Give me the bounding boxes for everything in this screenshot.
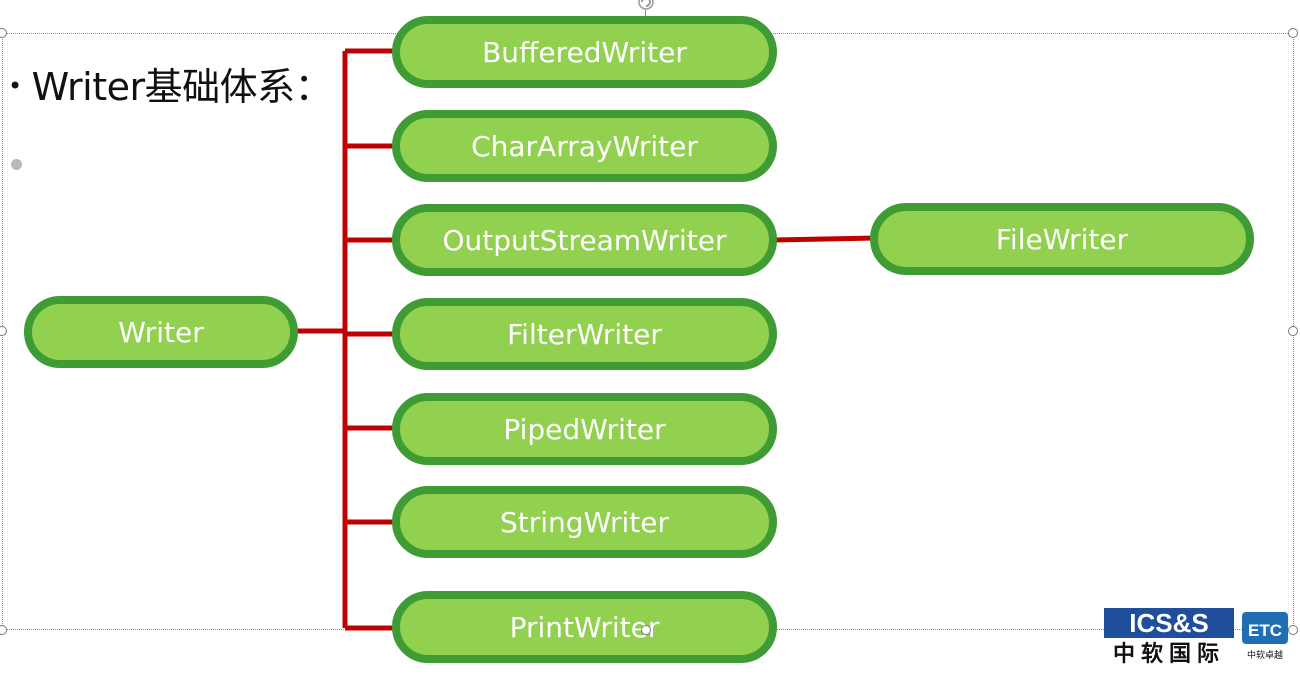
node-stringwriter[interactable]: StringWriter	[392, 486, 777, 558]
node-outputstreamwriter[interactable]: OutputStreamWriter	[392, 204, 777, 276]
resize-handle-middle-left[interactable]	[0, 326, 7, 336]
resize-handle-bottom-center[interactable]	[641, 625, 651, 635]
resize-handle-top-right[interactable]	[1288, 28, 1298, 38]
node-filterwriter[interactable]: FilterWriter	[392, 298, 777, 370]
node-label: PipedWriter	[503, 412, 666, 446]
node-label: FileWriter	[995, 222, 1129, 256]
logo-badge-sub: 中软卓越	[1247, 649, 1283, 661]
node-label: StringWriter	[500, 505, 669, 539]
node-pipedwriter[interactable]: PipedWriter	[392, 393, 777, 465]
node-label: CharArrayWriter	[471, 129, 698, 163]
node-label: PrintWriter	[509, 610, 660, 644]
node-bufferedwriter[interactable]: BufferedWriter	[392, 16, 777, 88]
slide-heading: • Writer基础体系：	[8, 56, 333, 111]
node-printwriter[interactable]: PrintWriter	[392, 591, 777, 663]
resize-handle-middle-right[interactable]	[1288, 326, 1298, 336]
logo-badge: ETC	[1248, 621, 1282, 640]
rotate-handle-icon[interactable]	[636, 0, 656, 14]
node-filewriter[interactable]: FileWriter	[870, 203, 1254, 275]
bullet-dot: •	[8, 71, 22, 100]
company-logo: ICS&S 中软国际 ETC 中软卓越	[1104, 608, 1288, 664]
node-label: BufferedWriter	[482, 35, 687, 69]
resize-handle-top-left[interactable]	[0, 28, 7, 38]
node-writer-label: Writer	[118, 315, 204, 349]
node-writer[interactable]: Writer	[24, 296, 298, 368]
empty-bullet	[11, 159, 22, 170]
node-label: OutputStreamWriter	[442, 223, 727, 257]
resize-handle-bottom-right[interactable]	[1288, 625, 1298, 635]
logo-top-text: ICS&S	[1129, 608, 1208, 638]
resize-handle-bottom-left[interactable]	[0, 625, 7, 635]
slide-heading-text: Writer基础体系：	[31, 65, 333, 109]
logo-cn-text: 中软国际	[1113, 641, 1225, 664]
node-label: FilterWriter	[507, 317, 662, 351]
node-chararraywriter[interactable]: CharArrayWriter	[392, 110, 777, 182]
